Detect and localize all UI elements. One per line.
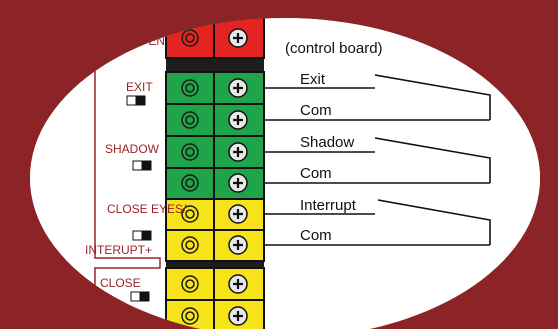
screw-terminal-icons	[228, 28, 248, 326]
label-shadow: SHADOW	[105, 142, 160, 156]
label-exit-wire: Exit	[300, 71, 326, 88]
label-interrupt-com: Com	[300, 227, 332, 244]
dip-switch-icons	[126, 95, 152, 302]
label-interrupt-wire: Interrupt	[300, 197, 357, 214]
label-close: CLOSE	[100, 276, 141, 290]
label-interupt: INTERUPT+	[85, 243, 152, 257]
label-shadow-com: Com	[300, 165, 332, 182]
wiring-lines	[264, 74, 491, 246]
label-exit: EXIT	[126, 80, 153, 94]
down-arrow-icon	[313, 310, 347, 328]
label-close-eyes: CLOSE EYES/	[107, 202, 187, 216]
label-shadow-wire: Shadow	[300, 134, 354, 151]
indicator-ring-icons	[181, 29, 199, 325]
label-exit-com: Com	[300, 102, 332, 119]
left-label-panel	[94, 18, 161, 329]
control-board-label: (control board)	[285, 40, 383, 57]
